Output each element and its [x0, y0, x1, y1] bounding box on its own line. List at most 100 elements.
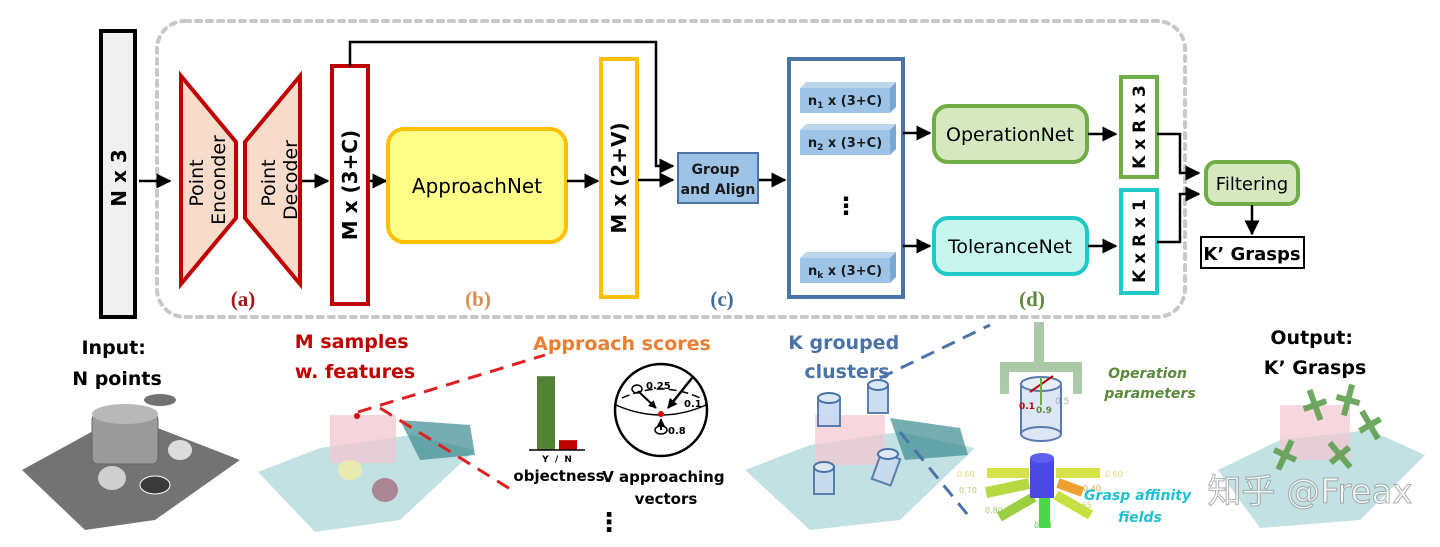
features-tensor-label: M x (3+C) — [338, 130, 362, 240]
cluster-zoom-dashed-bottom — [898, 431, 974, 521]
bottom-ellipsis: ⋮ — [596, 508, 622, 538]
gaf-value-bottom: 0.90 — [1034, 521, 1052, 530]
cluster-cube-top — [800, 82, 896, 88]
msamples-line1: M samples — [295, 331, 409, 353]
point-encoder-label: Point Enconder — [186, 135, 230, 225]
cluster-cylinder — [813, 461, 835, 495]
stage-label-b: (b) — [465, 287, 491, 311]
group-align-label: Group and Align — [681, 162, 756, 198]
cluster-item: n2 x (3+C) — [800, 124, 896, 155]
gaf-value-right-top: 0.60 — [1105, 470, 1123, 479]
output-title-line2: K’ Grasps — [1264, 357, 1367, 379]
cluster-cube-side — [890, 82, 896, 113]
input-tensor-box — [99, 29, 137, 319]
cluster-cube-top — [800, 124, 896, 130]
gaf-value-right-low: 0.65 — [1074, 501, 1092, 510]
tol-tensor-label: K x R x 1 — [1130, 199, 1150, 283]
stage-label-c: (c) — [710, 287, 733, 311]
output-grasps-label: K’ Grasps — [1203, 244, 1300, 265]
encoder-line1: Point — [186, 159, 208, 206]
operationnet-label: OperationNet — [946, 124, 1074, 146]
filtering-box — [1204, 160, 1300, 206]
skip-connection-arrow — [348, 40, 675, 174]
cluster-cylinder — [867, 379, 889, 414]
cluster-cube-front — [800, 258, 890, 283]
object-cylinder — [1020, 375, 1062, 442]
input-title: Input: N points — [72, 337, 162, 390]
watermark: 知乎 @Freax — [1208, 472, 1413, 512]
op-params-line2: parameters — [1103, 386, 1195, 402]
cluster-cube-side — [890, 252, 896, 283]
output-grasps-box — [1200, 236, 1305, 269]
cluster-2-label: n2 x (3+C) — [808, 136, 882, 153]
approach-vectors-label: V approaching vectors — [602, 468, 730, 508]
objectness-axis-label: Y / N — [541, 455, 572, 465]
cluster-1-label: n1 x (3+C) — [808, 94, 882, 111]
zoom-dashed-line-top — [357, 353, 546, 414]
gaf-title: Grasp affinity fields — [1084, 488, 1196, 526]
sphere-value-3: 0.8 — [668, 426, 686, 437]
approach-vectors-line1: V approaching — [602, 468, 724, 486]
cluster-cylinder — [870, 448, 902, 487]
output-grasp-markers — [1272, 383, 1382, 471]
input-tensor-label: N x 3 — [107, 149, 131, 206]
op-value-3: 0.5 — [1055, 397, 1069, 407]
cluster-item: nk x (3+C) — [800, 252, 896, 283]
k-grouped-title: K grouped clusters — [788, 332, 906, 383]
gaf-value-right-mid: 0.40 — [1083, 484, 1101, 493]
approachnet-box — [386, 127, 568, 244]
zoom-dashed-line-bottom — [379, 406, 516, 494]
output-title-line1: Output: — [1270, 327, 1353, 349]
gaf-value-left-mid: 0.70 — [959, 486, 977, 495]
op-params-line1: Operation — [1108, 366, 1187, 382]
stage-label-a: (a) — [231, 287, 256, 311]
sample-point-marker — [354, 413, 360, 419]
objectness-bar-n — [559, 440, 577, 450]
gripper-icon — [1000, 322, 1082, 394]
stage-label-d: (d) — [1019, 287, 1045, 311]
decoder-line1: Point — [258, 159, 280, 206]
cluster-cube-side — [890, 124, 896, 155]
gaf-value-left-low: 0.80 — [985, 506, 1003, 515]
operationnet-box — [932, 104, 1089, 164]
msamples-line2: w. features — [295, 361, 415, 383]
input-point-cloud-image — [22, 394, 240, 530]
point-encoder-shape — [179, 70, 238, 290]
tolerancenet-box — [932, 216, 1089, 276]
gaf-line2: fields — [1118, 510, 1162, 526]
approach-tensor-box — [599, 57, 639, 299]
k-grouped-line2: clusters — [804, 361, 889, 383]
cluster-cylinder — [817, 392, 841, 427]
approach-sphere — [613, 362, 709, 458]
output-title: Output: K’ Grasps — [1264, 327, 1367, 379]
k-grouped-line1: K grouped — [788, 332, 899, 354]
cluster-cube-front — [800, 88, 890, 113]
sphere-value-1: 0.25 — [646, 381, 671, 392]
approach-vectors-line2: vectors — [635, 490, 698, 508]
cluster-k-label: nk x (3+C) — [808, 264, 882, 281]
tolerancenet-label: ToleranceNet — [947, 236, 1072, 258]
objectness-bar-y — [537, 376, 555, 450]
features-tensor-box — [330, 64, 370, 306]
op-tensor-label: K x R x 3 — [1130, 85, 1150, 169]
decoder-line2: Decoder — [280, 140, 302, 220]
group-align-line1: Group — [692, 162, 740, 178]
op-value-1: 0.1 — [1019, 402, 1035, 412]
point-decoder-shape — [243, 70, 302, 290]
input-title-line2: N points — [72, 368, 162, 390]
msamples-point-cloud-image — [258, 415, 475, 532]
cluster-item: n1 x (3+C) — [800, 82, 896, 113]
grasp-affinity-fields-graphic — [984, 453, 1100, 528]
point-decoder-label: Point Decoder — [258, 140, 302, 220]
objectness-chart — [529, 376, 585, 451]
approachnet-label: ApproachNet — [412, 174, 542, 198]
gaf-line1: Grasp affinity — [1084, 488, 1192, 504]
msamples-title: M samples w. features — [295, 331, 415, 383]
filtering-label: Filtering — [1216, 174, 1288, 195]
cluster-cube-front — [800, 130, 890, 155]
approach-scores-title: Approach scores — [533, 333, 711, 355]
tol-tensor-box — [1119, 188, 1159, 295]
approach-tensor-label: M x (2+V) — [607, 122, 631, 233]
objectness-label: objectness — [513, 467, 604, 485]
